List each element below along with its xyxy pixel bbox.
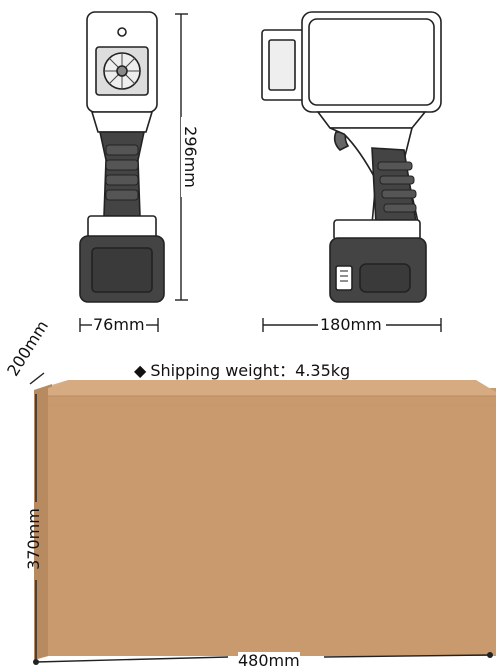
- printer-length-label: 180mm: [320, 315, 382, 334]
- battery-clip-front: [87, 215, 157, 239]
- width-dimension-line: [79, 318, 159, 332]
- printer-side-view: [261, 11, 442, 303]
- printer-height-label: 296mm: [181, 117, 200, 197]
- box-depth-line: [29, 372, 45, 385]
- printer-neck-side: [316, 111, 427, 129]
- length-dimension-line: [262, 318, 442, 332]
- battery-clip-side: [333, 219, 421, 241]
- printer-width-label: 76mm: [93, 315, 145, 334]
- box-side-face: [34, 384, 52, 660]
- box-front-face: [48, 388, 496, 656]
- printer-neck-front: [90, 111, 154, 133]
- box-corner-marker-right: [487, 652, 493, 658]
- printer-front-view: [79, 11, 165, 303]
- shipping-weight: ◆Shipping weight：4.35kg: [134, 357, 350, 381]
- shipping-box: [34, 380, 496, 660]
- box-width-label: 480mm: [238, 651, 300, 670]
- diamond-bullet-icon: ◆: [134, 361, 147, 380]
- box-height-label: 370mm: [24, 508, 43, 570]
- shipping-weight-text: Shipping weight：4.35kg: [150, 361, 351, 380]
- box-corner-marker: [33, 659, 39, 665]
- power-button-icon: [117, 27, 127, 37]
- box-width-line: [35, 654, 491, 663]
